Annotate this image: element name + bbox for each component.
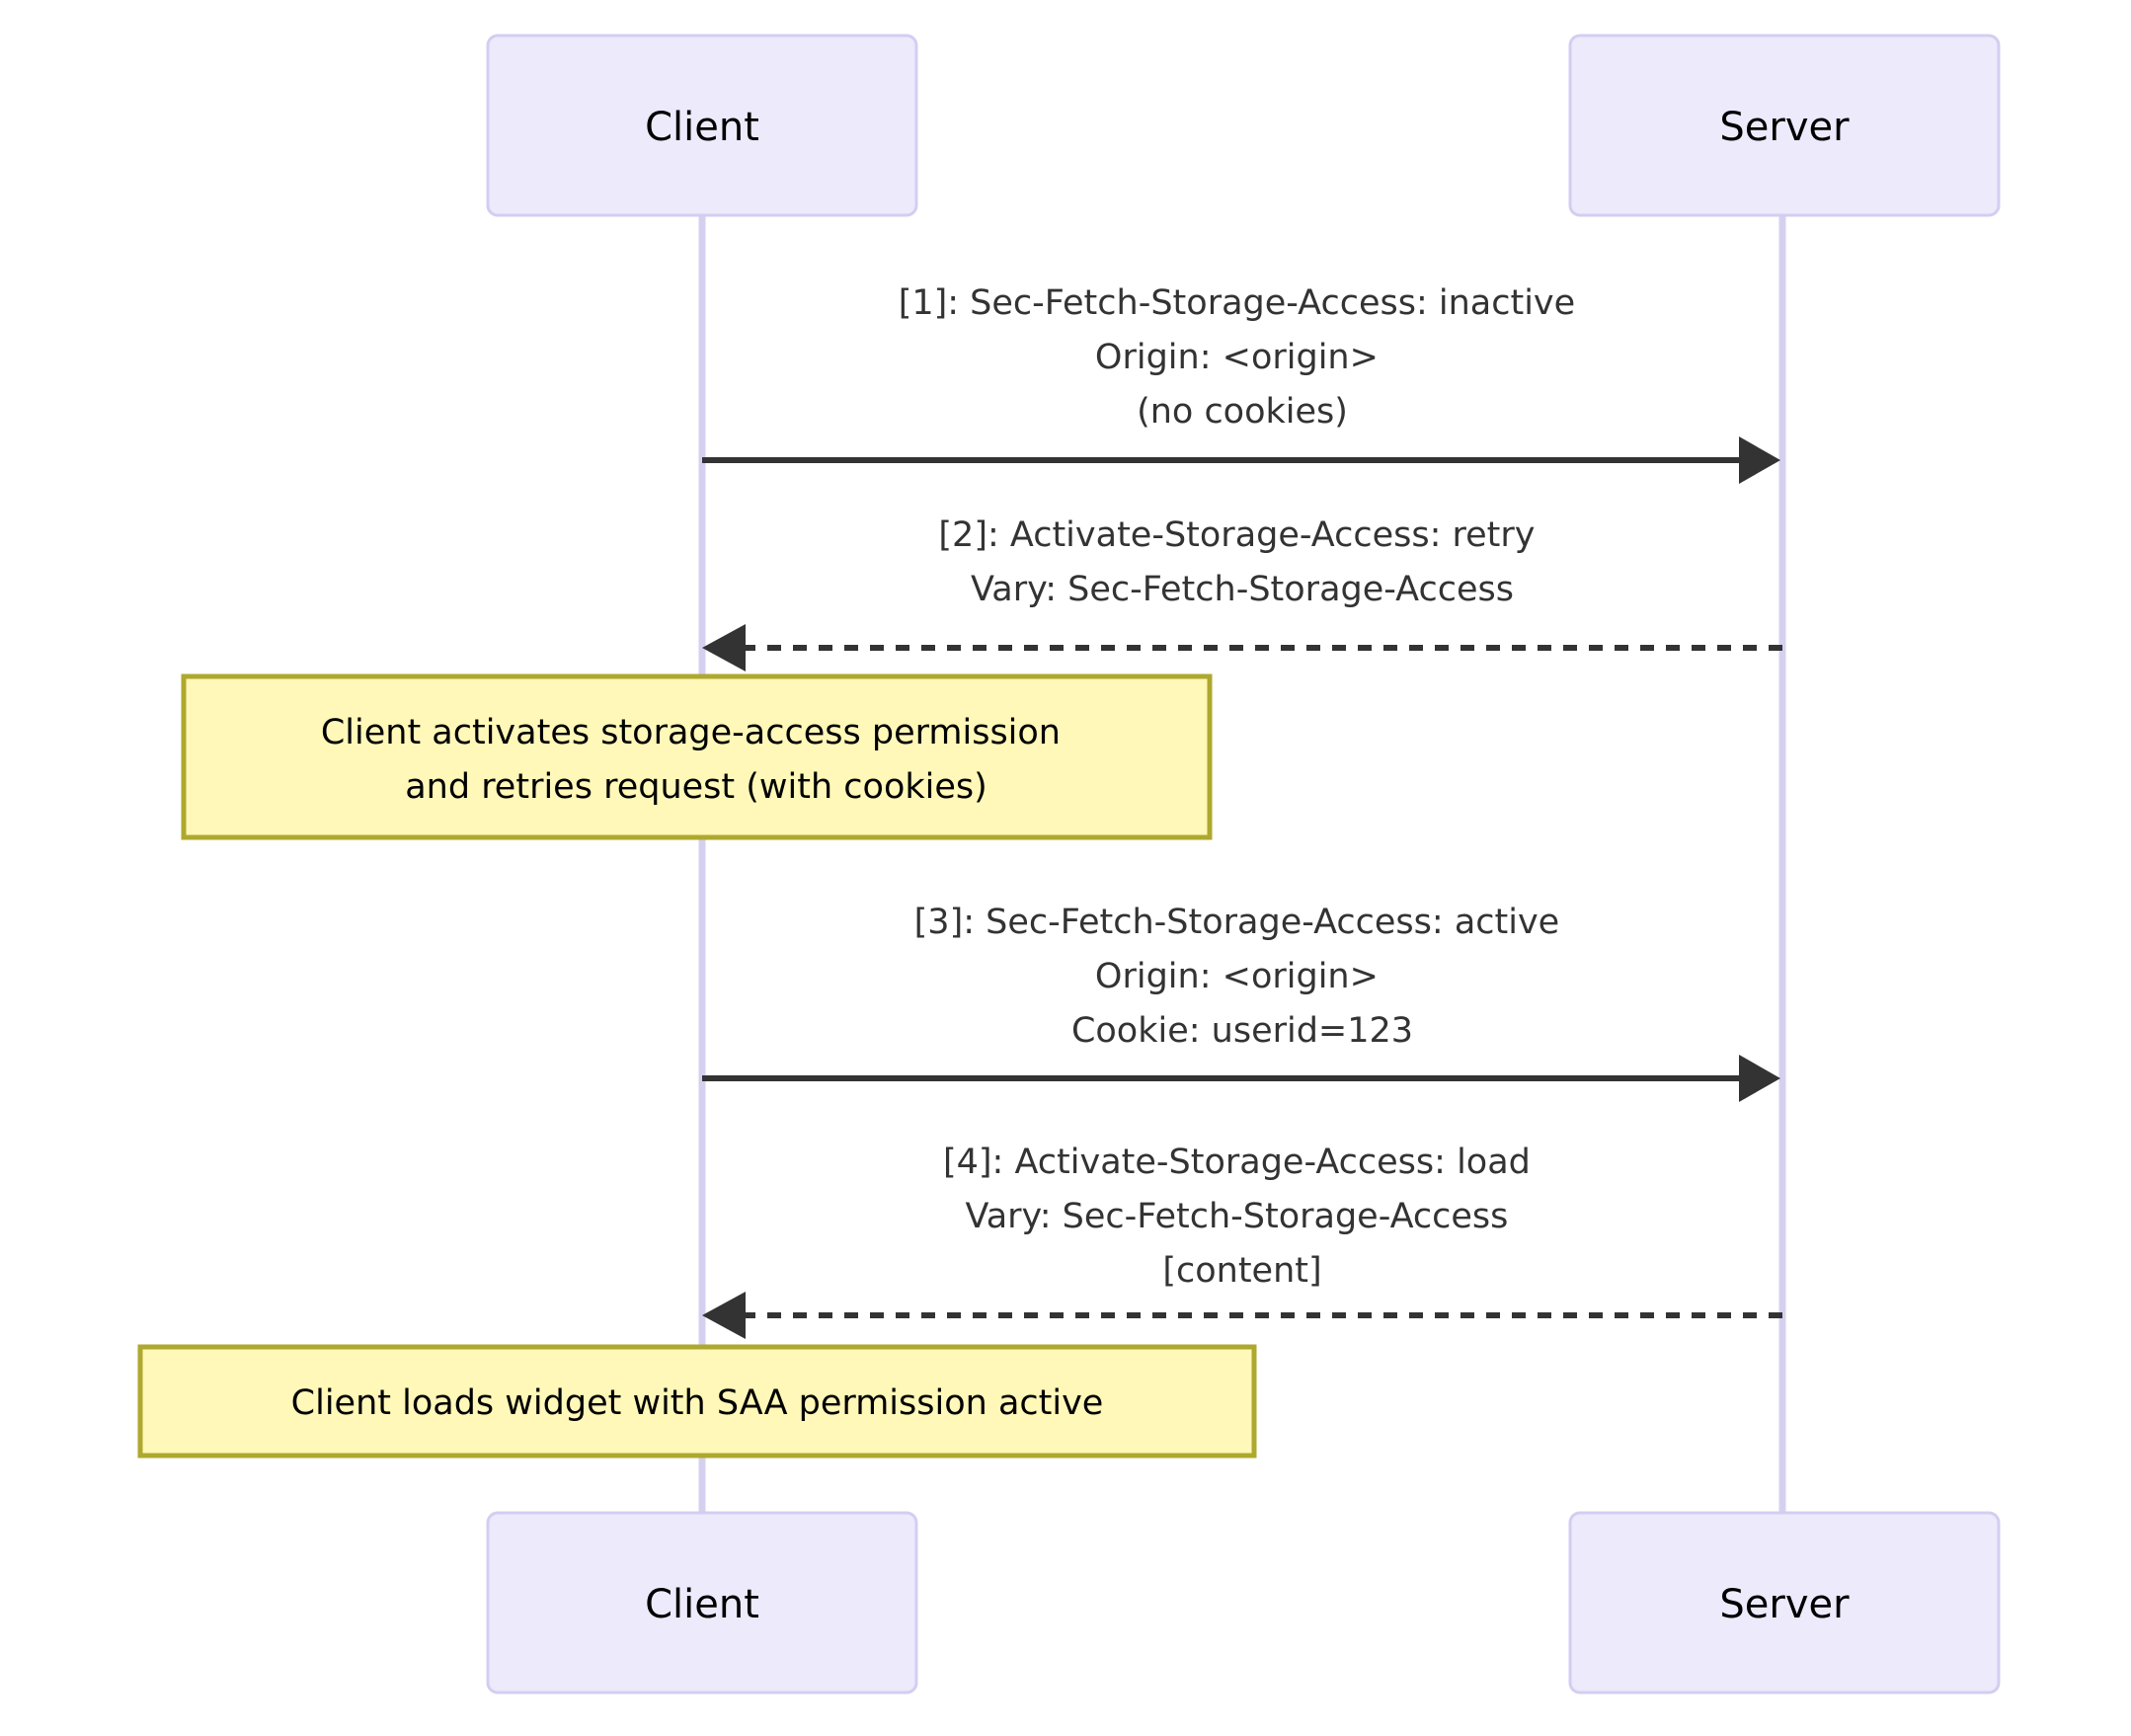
note-activate-permission-box[interactable]	[181, 673, 1213, 840]
note-loads-widget[interactable]: Client loads widget with SAA permission …	[137, 1344, 1257, 1459]
message-3-arrowhead-icon	[1739, 1055, 1780, 1102]
note-1-line-1: Client activates storage-access permissi…	[321, 713, 1061, 752]
message-2-arrowhead-icon	[702, 624, 746, 671]
message-1-arrowhead-icon	[1739, 436, 1780, 484]
actor-label-server-bottom: Server	[1719, 1582, 1850, 1627]
message-1-line-3: (no cookies)	[1137, 392, 1348, 432]
note-activate-permission-text: Client activates storage-access permissi…	[321, 713, 1071, 807]
actor-bottom-server[interactable]: Server	[1568, 1511, 2001, 1695]
actor-label-server-top: Server	[1719, 105, 1850, 150]
message-1-line-2: Origin: <origin>	[1095, 338, 1379, 377]
message-1[interactable]: [1]: Sec-Fetch-Storage-Access: inactive …	[702, 283, 1780, 484]
note-2-line-1: Client loads widget with SAA permission …	[291, 1383, 1104, 1423]
actor-box-client-bottom[interactable]	[486, 1511, 918, 1695]
message-1-label: [1]: Sec-Fetch-Storage-Access: inactive …	[899, 283, 1587, 432]
message-2[interactable]: [2]: Activate-Storage-Access: retry Vary…	[702, 515, 1782, 671]
actor-box-client-top[interactable]	[486, 34, 918, 217]
message-4[interactable]: [4]: Activate-Storage-Access: load Vary:…	[702, 1143, 1782, 1339]
actor-label-client-top: Client	[645, 105, 759, 150]
note-1-line-2: and retries request (with cookies)	[405, 767, 987, 807]
message-3[interactable]: [3]: Sec-Fetch-Storage-Access: active Or…	[702, 903, 1780, 1102]
note-loads-widget-box[interactable]	[137, 1344, 1257, 1459]
message-4-line-1: [4]: Activate-Storage-Access: load	[943, 1143, 1531, 1182]
message-2-line-1: [2]: Activate-Storage-Access: retry	[938, 515, 1535, 555]
message-4-label: [4]: Activate-Storage-Access: load Vary:…	[943, 1143, 1541, 1291]
actor-top-server[interactable]: Server	[1568, 34, 2001, 217]
message-2-label: [2]: Activate-Storage-Access: retry Vary…	[938, 515, 1545, 609]
message-1-line-1: [1]: Sec-Fetch-Storage-Access: inactive	[899, 283, 1575, 323]
message-4-line-2: Vary: Sec-Fetch-Storage-Access	[965, 1197, 1508, 1236]
actor-box-server-top[interactable]	[1568, 34, 2001, 217]
actor-top-client[interactable]: Client	[486, 34, 918, 217]
lifelines-group	[698, 215, 1786, 1513]
note-loads-widget-text: Client loads widget with SAA permission …	[291, 1383, 1104, 1423]
actor-bottom-client[interactable]: Client	[486, 1511, 918, 1695]
note-activate-permission[interactable]: Client activates storage-access permissi…	[181, 673, 1213, 840]
message-2-line-2: Vary: Sec-Fetch-Storage-Access	[971, 570, 1514, 609]
message-3-label: [3]: Sec-Fetch-Storage-Access: active Or…	[914, 903, 1571, 1051]
actor-box-server-bottom[interactable]	[1568, 1511, 2001, 1695]
actor-label-client-bottom: Client	[645, 1582, 759, 1627]
message-4-line-3: [content]	[1162, 1251, 1321, 1291]
message-4-arrowhead-icon	[702, 1292, 746, 1339]
message-3-line-2: Origin: <origin>	[1095, 957, 1379, 996]
message-3-line-3: Cookie: userid=123	[1071, 1011, 1413, 1051]
message-3-line-1: [3]: Sec-Fetch-Storage-Access: active	[914, 903, 1560, 942]
